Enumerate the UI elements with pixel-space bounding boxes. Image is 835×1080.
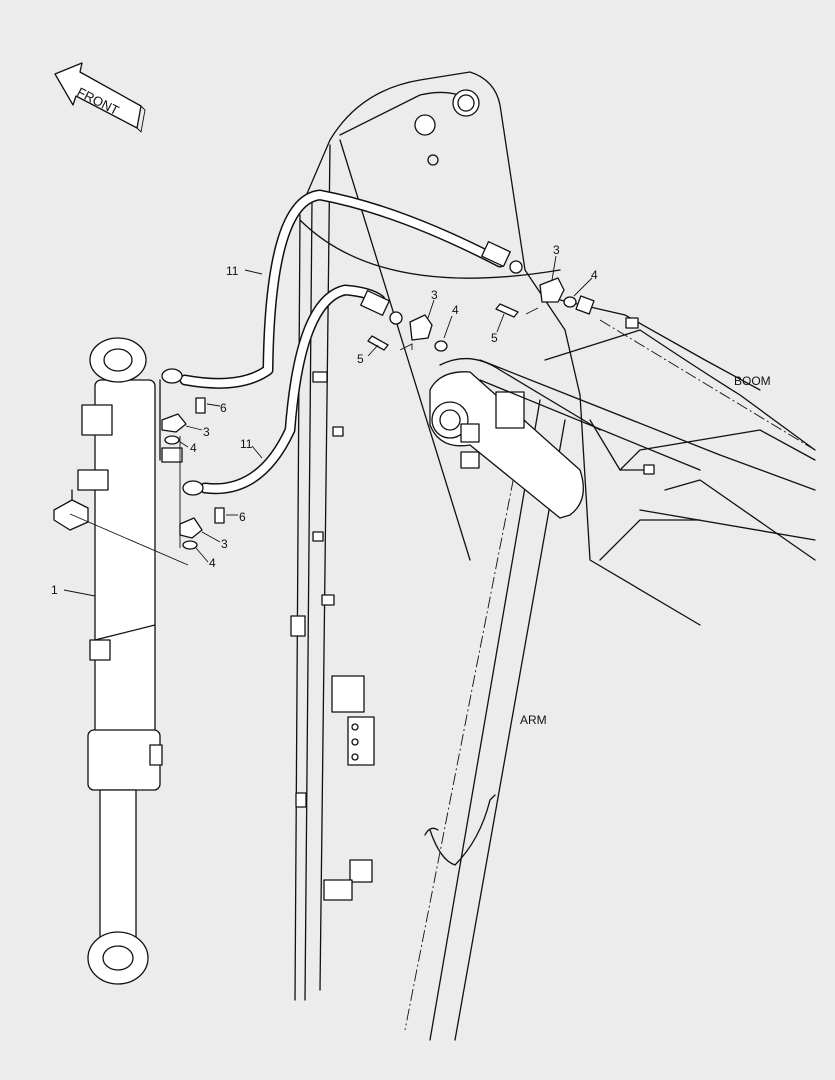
callout-labels: 1 11 11 3 4 5 3 4 5 6 3 4 6 3 4 xyxy=(51,243,598,597)
callout-hose-upper: 11 xyxy=(226,264,239,278)
boom-structure xyxy=(479,299,816,626)
callout-flange-boom-lower: 3 xyxy=(431,288,438,302)
callout-flange-cyl-lower: 3 xyxy=(221,537,228,551)
leader-lines xyxy=(63,255,593,597)
callout-flange-boom-upper: 3 xyxy=(553,243,560,257)
callout-oring-cyl-upper: 4 xyxy=(190,441,197,455)
callout-oring-cyl-lower: 4 xyxy=(209,556,216,570)
boom-label: BOOM xyxy=(734,374,771,388)
callout-oring-boom-upper: 4 xyxy=(591,268,598,282)
callout-oring-boom-lower: 4 xyxy=(452,303,459,317)
callout-bolt-boom-upper: 5 xyxy=(491,331,498,345)
callout-bolt-boom-lower: 5 xyxy=(357,352,364,366)
front-arrow-icon: FRONT xyxy=(54,62,146,133)
callout-cylinder: 1 xyxy=(51,583,58,597)
arm-cylinder xyxy=(53,337,163,985)
callout-bolt-cyl-lower: 6 xyxy=(239,510,246,524)
hoses xyxy=(161,189,523,496)
callout-hose-lower: 11 xyxy=(240,437,253,451)
callout-flange-cyl-upper: 3 xyxy=(203,425,210,439)
arm-structure xyxy=(290,71,601,1041)
fittings xyxy=(69,277,595,566)
callout-bolt-cyl-upper: 6 xyxy=(220,401,227,415)
arm-label: ARM xyxy=(520,713,547,727)
